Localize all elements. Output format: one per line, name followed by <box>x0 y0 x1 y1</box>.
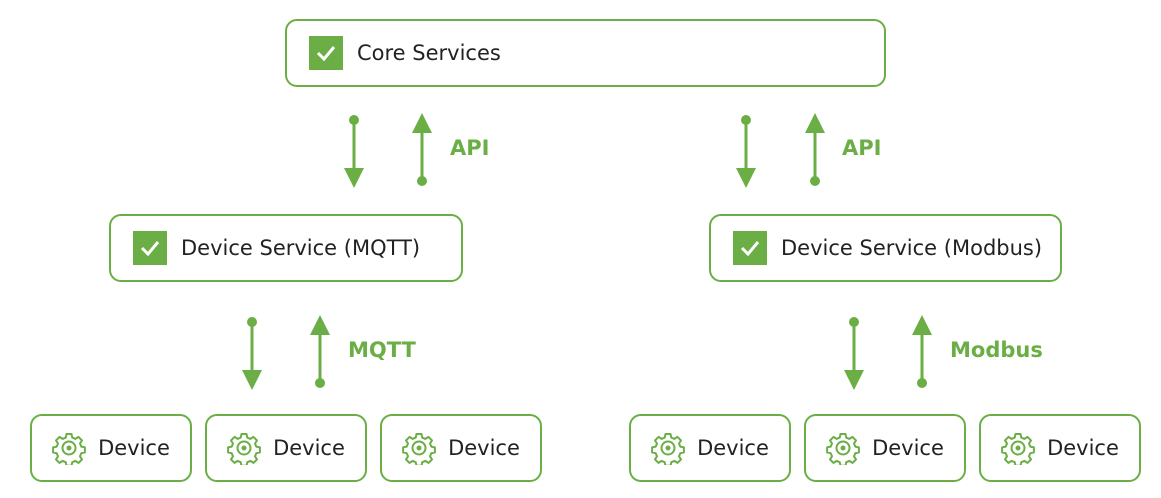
up-arrow-mqtt-to-core <box>410 111 434 188</box>
core-services-label: Core Services <box>357 41 501 65</box>
device-service-modbus-box: Device Service (Modbus) <box>709 214 1062 282</box>
device-box: Device <box>205 414 367 482</box>
modbus-protocol-label: Modbus <box>950 338 1043 362</box>
down-arrow-mqtt-to-devices <box>240 315 264 392</box>
device-service-mqtt-label: Device Service (MQTT) <box>181 236 421 260</box>
device-service-mqtt-box: Device Service (MQTT) <box>109 214 463 282</box>
device-box: Device <box>979 414 1141 482</box>
api-label-left: API <box>450 136 490 160</box>
device-label: Device <box>273 436 345 460</box>
core-services-box: Core Services <box>285 19 886 87</box>
check-icon <box>733 231 767 265</box>
gear-icon <box>651 433 685 465</box>
down-arrow-core-to-modbus <box>734 113 758 190</box>
device-box: Device <box>629 414 791 482</box>
check-icon <box>133 231 167 265</box>
up-arrow-devices-to-modbus <box>910 313 934 390</box>
up-arrow-modbus-to-core <box>803 111 827 188</box>
device-box: Device <box>380 414 542 482</box>
gear-icon <box>1001 433 1035 465</box>
down-arrow-core-to-mqtt <box>342 113 366 190</box>
device-label: Device <box>872 436 944 460</box>
gear-icon <box>227 433 261 465</box>
device-label: Device <box>98 436 170 460</box>
device-service-modbus-label: Device Service (Modbus) <box>781 236 1043 260</box>
check-icon <box>309 36 343 70</box>
device-box: Device <box>804 414 966 482</box>
mqtt-protocol-label: MQTT <box>348 338 416 362</box>
down-arrow-modbus-to-devices <box>842 315 866 392</box>
device-label: Device <box>697 436 769 460</box>
up-arrow-devices-to-mqtt <box>308 313 332 390</box>
device-label: Device <box>448 436 520 460</box>
device-box: Device <box>30 414 192 482</box>
device-label: Device <box>1047 436 1119 460</box>
gear-icon <box>52 433 86 465</box>
gear-icon <box>402 433 436 465</box>
gear-icon <box>826 433 860 465</box>
api-label-right: API <box>842 136 882 160</box>
